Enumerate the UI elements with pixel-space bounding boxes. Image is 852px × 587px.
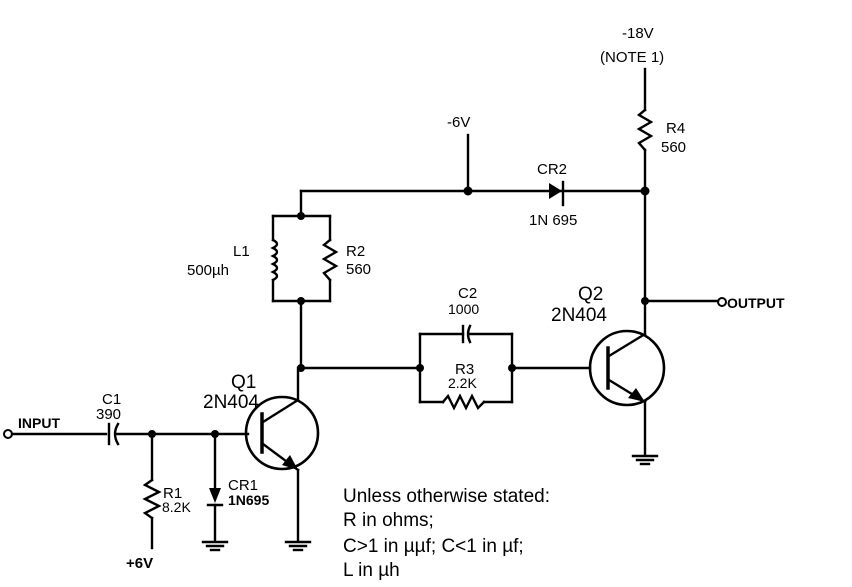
note-line: Unless otherwise stated: (343, 486, 550, 507)
cr1-value: 1N695 (228, 492, 269, 508)
ground-icon (284, 540, 312, 552)
c1-value: 390 (96, 406, 121, 423)
output-terminal: OUTPUT (717, 295, 785, 311)
resistor-r3: R3 2.2K (418, 361, 514, 411)
l1-ref: L1 (233, 243, 250, 260)
l1-value: 500µh (187, 262, 229, 279)
inductor-l1: L1 500µh (187, 214, 279, 303)
diode-cr2: CR2 1N 695 (529, 161, 577, 229)
c1-ref: C1 (102, 391, 121, 408)
supply-neg6v: -6V (447, 114, 470, 131)
capacitor-c2: C2 1000 (418, 285, 514, 344)
supply-pos6v: +6V (126, 555, 153, 572)
notes-block: Unless otherwise stated: R in ohms; C>1 … (343, 486, 550, 581)
diode-cr1: CR1 1N695 (206, 432, 269, 543)
c2-ref: C2 (458, 285, 477, 302)
resistor-r1: R1 8.2K (142, 432, 191, 550)
cr1-ref: CR1 (228, 477, 258, 494)
q2-value: 2N404 (551, 305, 607, 326)
cr2-ref: CR2 (537, 161, 567, 178)
r4-value: 560 (661, 139, 686, 156)
r1-ref: R1 (163, 485, 182, 502)
ground-icon (631, 454, 659, 466)
note-line: C>1 in µµf; C<1 in µf; (343, 536, 524, 557)
resistor-r2: R2 560 (321, 214, 371, 303)
r4-ref: R4 (666, 120, 685, 137)
r3-ref: R3 (455, 361, 474, 378)
r2-ref: R2 (346, 243, 365, 260)
c2-value: 1000 (448, 301, 479, 317)
r2-value: 560 (346, 261, 371, 278)
cr2-value: 1N 695 (529, 212, 577, 229)
input-label: INPUT (18, 415, 60, 431)
q1-ref: Q1 (231, 372, 256, 393)
r3-value: 2.2K (448, 375, 477, 391)
transistor-q1: Q1 2N404 (203, 366, 320, 543)
q1-value: 2N404 (203, 392, 259, 413)
transistor-q2: Q2 2N404 (551, 284, 666, 457)
supply-note: (NOTE 1) (600, 49, 664, 66)
note-line: R in ohms; (343, 510, 434, 531)
supply-neg18v: -18V (622, 25, 654, 42)
junction (463, 186, 473, 196)
note-line: L in µh (343, 560, 400, 581)
capacitor-c1: C1 390 (96, 391, 121, 446)
r1-value: 8.2K (162, 499, 191, 515)
output-label: OUTPUT (727, 295, 785, 311)
q2-ref: Q2 (578, 284, 603, 305)
ground-icon (201, 540, 229, 552)
junction (640, 186, 650, 196)
resistor-r4: R4 560 (636, 108, 686, 156)
